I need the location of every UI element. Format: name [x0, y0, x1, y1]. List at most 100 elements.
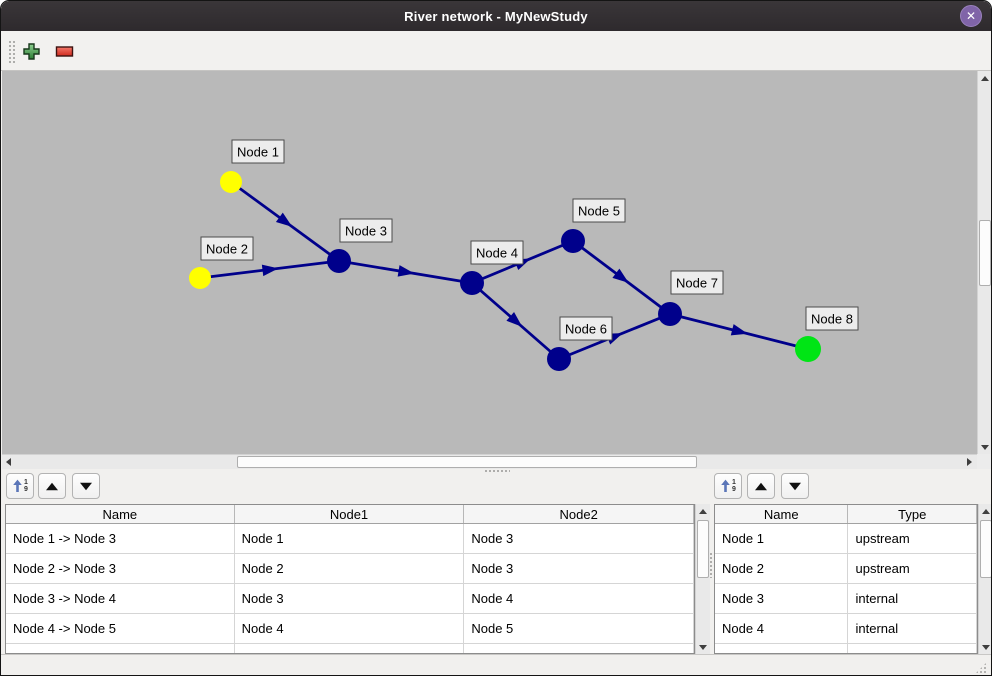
edge-arrow-icon: [261, 264, 279, 277]
svg-text:Node 2: Node 2: [206, 242, 248, 257]
status-bar: [1, 654, 991, 675]
svg-text:Node 3: Node 3: [345, 224, 387, 239]
svg-text:Node 1: Node 1: [237, 145, 279, 160]
arrow-up-icon: [699, 508, 707, 514]
splitter-handle-icon: [484, 469, 510, 473]
svg-text:Node 8: Node 8: [811, 312, 853, 327]
table-cell[interactable]: Node 2 -> Node 3: [6, 554, 235, 583]
nodes-move-down-button[interactable]: [781, 473, 809, 499]
scroll-up-button[interactable]: [978, 71, 991, 85]
node-node-6[interactable]: [547, 347, 571, 371]
down-triangle-icon: [789, 482, 801, 490]
vscroll-thumb[interactable]: [697, 520, 709, 578]
table-cell[interactable]: Node 4: [715, 614, 849, 643]
node-node-2[interactable]: [189, 267, 211, 289]
table-cell[interactable]: Node 2: [235, 554, 465, 583]
edge-arrow-icon: [275, 212, 293, 227]
table-cell[interactable]: Node 1: [235, 524, 465, 553]
arrow-down-icon: [699, 644, 707, 650]
table-cell[interactable]: Node 4: [464, 584, 694, 613]
table-cell[interactable]: upstream: [848, 554, 977, 583]
node-node-1[interactable]: [220, 171, 242, 193]
svg-text:Node 5: Node 5: [578, 204, 620, 219]
links-move-up-button[interactable]: [38, 473, 66, 499]
scroll-up-button[interactable]: [979, 504, 991, 518]
column-header-name[interactable]: Name: [715, 505, 849, 523]
panel-splitter-handle[interactable]: [709, 552, 714, 578]
scroll-down-button[interactable]: [978, 440, 991, 454]
table-row-partial: [6, 644, 694, 653]
table-cell[interactable]: Node 3: [715, 584, 849, 613]
table-cell[interactable]: Node 2: [715, 554, 849, 583]
toolbar-drag-handle[interactable]: [8, 40, 15, 63]
canvas-table-splitter[interactable]: [2, 469, 991, 473]
up-triangle-icon: [46, 482, 58, 490]
table-cell[interactable]: internal: [848, 614, 977, 643]
resize-grip-icon[interactable]: [975, 662, 987, 674]
canvas-vscrollbar[interactable]: [977, 71, 991, 454]
scroll-right-button[interactable]: [963, 455, 976, 469]
scroll-left-button[interactable]: [2, 455, 14, 469]
minus-icon: [55, 45, 73, 57]
scroll-down-button[interactable]: [696, 640, 710, 654]
table-cell[interactable]: Node 3: [235, 584, 465, 613]
canvas-hscrollbar[interactable]: [2, 454, 977, 469]
svg-text:Node 6: Node 6: [565, 322, 607, 337]
table-cell[interactable]: Node 1 -> Node 3: [6, 524, 235, 553]
table-cell[interactable]: Node 5: [464, 614, 694, 643]
node-label-node-5: Node 5: [572, 198, 626, 223]
table-cell[interactable]: Node 4: [235, 614, 465, 643]
links-move-down-button[interactable]: [72, 473, 100, 499]
table-cell[interactable]: Node 3: [464, 524, 694, 553]
remove-node-button[interactable]: [52, 39, 76, 63]
column-header-node1[interactable]: Node1: [235, 505, 465, 523]
table-cell[interactable]: Node 3 -> Node 4: [6, 584, 235, 613]
nodes-table-vscrollbar[interactable]: [978, 504, 991, 654]
close-button[interactable]: ✕: [960, 5, 982, 27]
table-cell[interactable]: Node 4 -> Node 5: [6, 614, 235, 643]
nodes-move-up-button[interactable]: [747, 473, 775, 499]
scroll-up-button[interactable]: [696, 504, 710, 518]
vscroll-thumb[interactable]: [980, 520, 991, 578]
hscroll-thumb[interactable]: [237, 456, 697, 468]
links-table-vscrollbar[interactable]: [695, 504, 710, 654]
node-label-node-8: Node 8: [805, 306, 859, 331]
node-node-3[interactable]: [327, 249, 351, 273]
column-header-type[interactable]: Type: [848, 505, 977, 523]
scroll-down-button[interactable]: [979, 640, 991, 654]
table-cell[interactable]: Node 1: [715, 524, 849, 553]
column-header-name[interactable]: Name: [6, 505, 235, 523]
node-node-4[interactable]: [460, 271, 484, 295]
table-cell: [6, 644, 235, 653]
add-node-button[interactable]: [19, 39, 43, 63]
column-header-node2[interactable]: Node2: [464, 505, 694, 523]
node-node-8[interactable]: [795, 336, 821, 362]
node-node-7[interactable]: [658, 302, 682, 326]
plus-icon: [22, 42, 40, 60]
table-cell[interactable]: upstream: [848, 524, 977, 553]
vscroll-thumb[interactable]: [979, 220, 991, 286]
main-toolbar: [1, 31, 991, 71]
table-cell[interactable]: internal: [848, 584, 977, 613]
node-node-5[interactable]: [561, 229, 585, 253]
node-label-node-2: Node 2: [200, 236, 254, 261]
window-title: River network - MyNewStudy: [404, 8, 588, 24]
table-cell[interactable]: Node 3: [464, 554, 694, 583]
table-cell: [848, 644, 977, 653]
title-bar[interactable]: River network - MyNewStudy ✕: [1, 1, 991, 31]
